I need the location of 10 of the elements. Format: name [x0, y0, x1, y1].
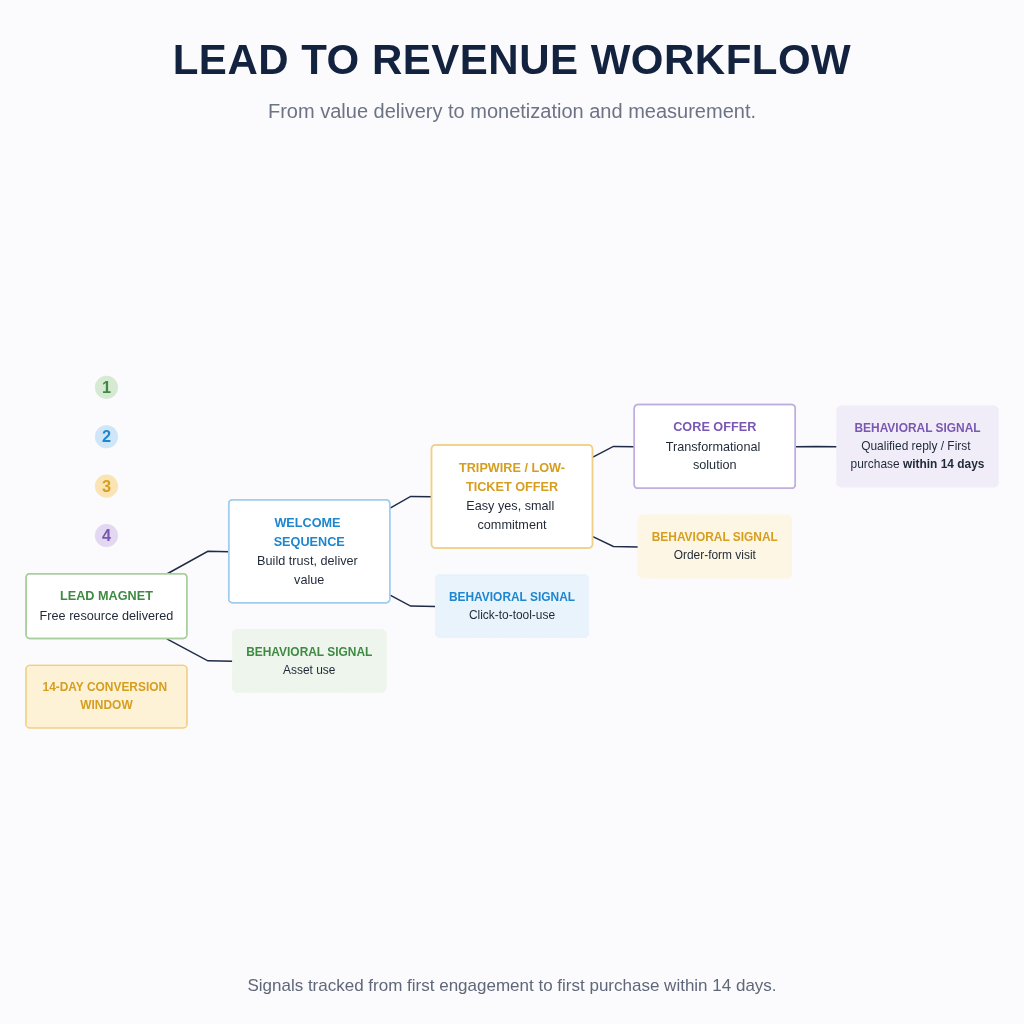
node-circle: 4: [94, 523, 119, 548]
connector: [166, 638, 234, 662]
connector: [592, 535, 640, 548]
node-circle: 2: [94, 425, 119, 449]
connector: [389, 594, 437, 608]
subtitle: From value delivery to monetization and measurement.: [268, 100, 756, 123]
node-circle: 1: [94, 375, 119, 399]
title: LEAD TO REVENUE WORKFLOW: [172, 36, 852, 84]
caption: Signals tracked from first engagement to first purchase within 14 days.: [247, 976, 777, 996]
node-circle: 3: [94, 474, 119, 498]
